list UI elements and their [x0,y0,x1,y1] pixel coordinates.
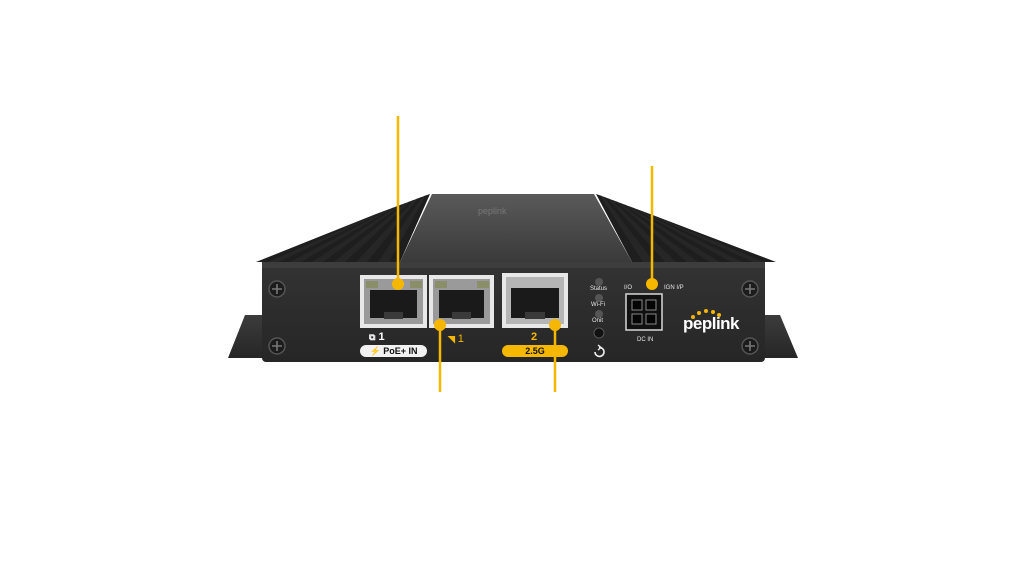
poe-in-pill: ⚡ PoE+ IN [360,345,427,357]
wifi-led [595,294,603,302]
mounting-flange-right [762,315,798,358]
status-led [595,278,603,286]
status-led-label: Status [590,286,608,292]
wan-icon: ◥ [448,334,455,344]
brand-logo-text: peplink [683,314,740,333]
reset-icon [594,344,605,358]
heatsink-fins-left [256,194,430,262]
top-cover-logo: peplink [478,206,507,216]
top-cover [400,194,632,262]
screw-bottom-left-icon [268,337,286,355]
dc-in-label: DC IN [637,337,654,343]
dc-in-connector[interactable] [625,293,663,331]
screw-top-left-icon [268,280,286,298]
ethernet-port-wan[interactable] [429,275,494,328]
lan-icon: ⧉ [369,332,376,342]
port-1-number: 1 [378,331,385,343]
mounting-flange-left [228,315,268,358]
wifi-led-label: Wi-Fi [591,302,605,308]
io-label: I/O [624,285,633,291]
heatsink-fins-right [596,194,776,262]
heatsink-fin [596,194,644,262]
heatsink-fin [256,212,382,262]
onit-led [595,310,603,318]
port-2-speed-pill: 2.5G [502,345,568,357]
lan-icon-label: ⧉ 1 [369,331,385,343]
ign-label: IGN I/P [664,285,684,291]
screw-bottom-right-icon [741,337,759,355]
ethernet-port-2[interactable] [502,273,568,328]
reset-button[interactable] [593,327,605,339]
wan-port-number: 1 [457,333,464,345]
port-2-number: 2 [531,331,538,343]
wan-label: ◥ 1 [448,333,464,345]
onit-led-label: Onit [592,318,604,324]
heatsink-fin [644,212,776,262]
screw-top-right-icon [741,280,759,298]
peplink-logo-icon [691,309,721,319]
callout-dots [392,278,658,331]
callout-lines [396,116,654,392]
